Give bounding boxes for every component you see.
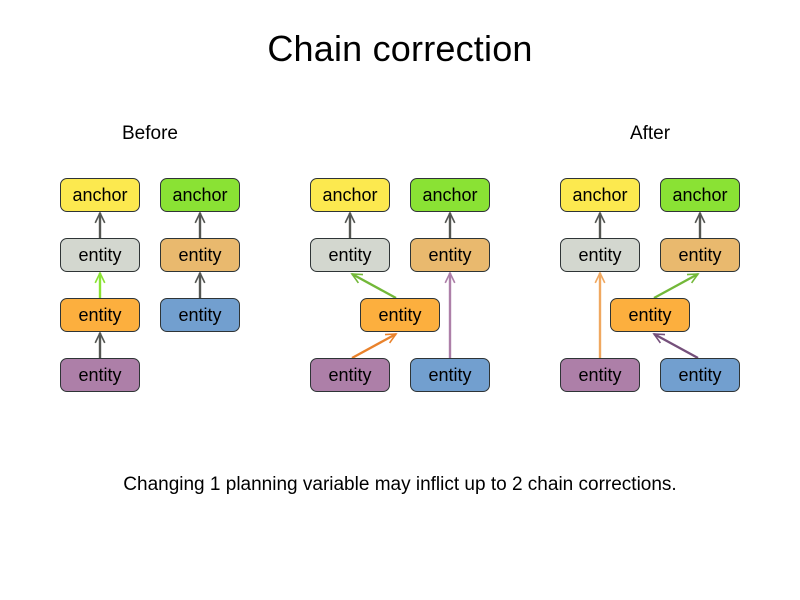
- before-entity-orange[interactable]: entity: [60, 298, 140, 332]
- node-label: entity: [428, 245, 472, 265]
- before-entity-tan[interactable]: entity: [160, 238, 240, 272]
- edge-orange-to-gray: [94, 271, 106, 298]
- node-label: anchor: [322, 185, 378, 205]
- middle-anchor-yellow[interactable]: anchor: [310, 178, 390, 212]
- node-label: entity: [678, 245, 722, 265]
- node-label: entity: [328, 365, 372, 385]
- edge-blue-to-orange: [652, 332, 699, 360]
- edge-gray-to-anchor-yellow: [94, 211, 106, 238]
- node-label: entity: [678, 365, 722, 385]
- after-anchor-green[interactable]: anchor: [660, 178, 740, 212]
- node-label: entity: [578, 245, 622, 265]
- node-label: anchor: [172, 185, 228, 205]
- edge-orange-to-tan: [653, 272, 700, 300]
- node-label: anchor: [72, 185, 128, 205]
- middle-entity-orange[interactable]: entity: [360, 298, 440, 332]
- slide-caption: Changing 1 planning variable may inflict…: [123, 474, 677, 495]
- after-anchor-yellow[interactable]: anchor: [560, 178, 640, 212]
- after-entity-orange[interactable]: entity: [610, 298, 690, 332]
- after-entity-purple[interactable]: entity: [560, 358, 640, 392]
- edge-tan-to-anchor-green: [194, 211, 206, 238]
- after-entity-gray[interactable]: entity: [560, 238, 640, 272]
- after-entity-blue[interactable]: entity: [660, 358, 740, 392]
- edge-purple-to-gray: [594, 271, 606, 358]
- edge-gray-to-anchor-yellow: [594, 211, 606, 238]
- middle-anchor-green[interactable]: anchor: [410, 178, 490, 212]
- before-anchor-yellow[interactable]: anchor: [60, 178, 140, 212]
- panel-label-before: Before: [122, 123, 178, 144]
- before-entity-purple[interactable]: entity: [60, 358, 140, 392]
- node-label: entity: [578, 365, 622, 385]
- node-label: entity: [78, 365, 122, 385]
- edge-orange-to-gray: [350, 272, 397, 300]
- node-label: entity: [178, 305, 222, 325]
- node-label: anchor: [672, 185, 728, 205]
- node-label: entity: [178, 245, 222, 265]
- page-title: Chain correction: [267, 28, 533, 69]
- edge-gray-to-anchor-yellow: [344, 211, 356, 238]
- node-label: entity: [378, 305, 422, 325]
- middle-entity-gray[interactable]: entity: [310, 238, 390, 272]
- edge-blue-to-tan: [194, 271, 206, 298]
- edge-tan-to-anchor-green: [444, 211, 456, 238]
- middle-entity-tan[interactable]: entity: [410, 238, 490, 272]
- edge-tan-to-anchor-green: [694, 211, 706, 238]
- edge-purple-to-orange: [351, 332, 398, 360]
- middle-entity-blue[interactable]: entity: [410, 358, 490, 392]
- node-label: entity: [78, 245, 122, 265]
- before-entity-gray[interactable]: entity: [60, 238, 140, 272]
- node-label: entity: [78, 305, 122, 325]
- node-label: anchor: [422, 185, 478, 205]
- before-anchor-green[interactable]: anchor: [160, 178, 240, 212]
- middle-entity-purple[interactable]: entity: [310, 358, 390, 392]
- node-label: entity: [328, 245, 372, 265]
- before-entity-blue[interactable]: entity: [160, 298, 240, 332]
- edge-blue-to-tan: [444, 271, 456, 358]
- node-label: anchor: [572, 185, 628, 205]
- panel-label-after: After: [629, 123, 671, 144]
- after-entity-tan[interactable]: entity: [660, 238, 740, 272]
- edge-purple-to-orange: [94, 331, 106, 358]
- node-label: entity: [428, 365, 472, 385]
- node-label: entity: [628, 305, 672, 325]
